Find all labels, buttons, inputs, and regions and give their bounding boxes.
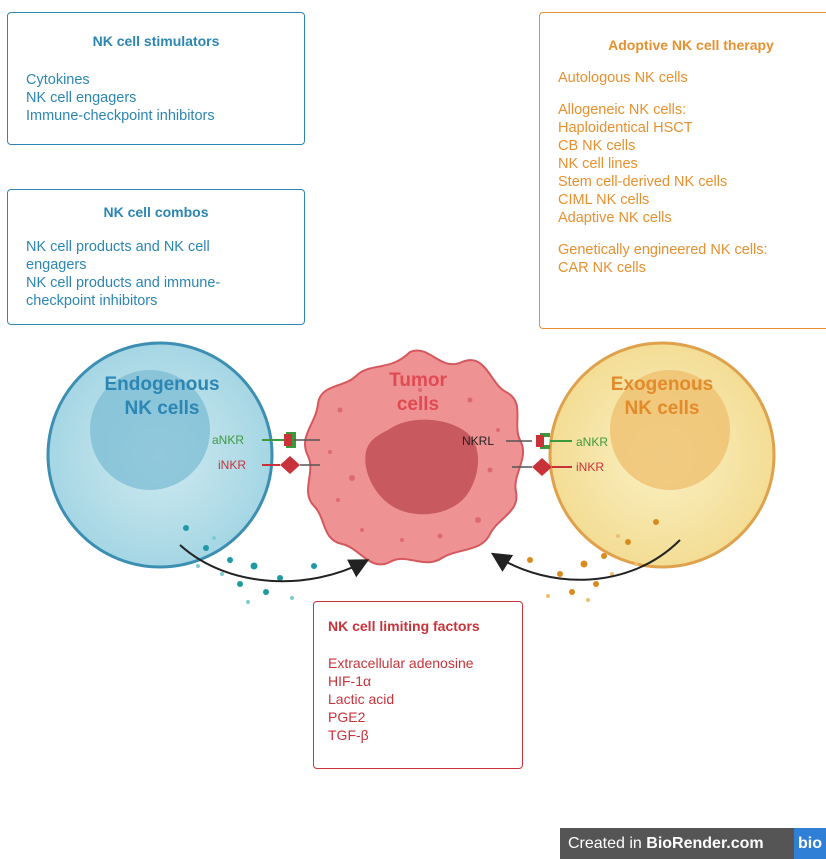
endogenous-nk-cell: [46, 341, 274, 569]
endogenous-label-line1: Endogenous: [104, 374, 219, 395]
right-inkr-label: iNKR: [576, 460, 604, 474]
list-item: Immune-checkpoint inhibitors: [26, 108, 215, 124]
nk-cell-stimulators-box: NK cell stimulators Cytokines NK cell en…: [7, 12, 305, 145]
credit-prefix: Created in: [568, 835, 647, 852]
list-item: Autologous NK cells: [558, 70, 688, 86]
right-anrk-label: aNKR: [576, 435, 608, 449]
adoptive-nk-cell-therapy-box: Adoptive NK cell therapy Autologous NK c…: [539, 12, 826, 329]
list-item: checkpoint inhibitors: [26, 293, 158, 309]
exogenous-nk-cell: [548, 341, 776, 569]
tumor-cell: [304, 349, 525, 566]
exogenous-label-line1: Exogenous: [611, 374, 713, 395]
list-item: CIML NK cells: [558, 192, 650, 208]
tumor-label-line1: Tumor: [389, 370, 447, 391]
biorender-credit[interactable]: Created in BioRender.com bio: [560, 828, 826, 859]
box-title: Adoptive NK cell therapy: [608, 37, 774, 53]
exogenous-label-line2: NK cells: [625, 398, 700, 419]
list-item: NK cell lines: [558, 156, 638, 172]
list-item: engagers: [26, 257, 87, 273]
endogenous-label-line2: NK cells: [125, 398, 200, 419]
list-item: PGE2: [328, 709, 366, 725]
list-item: HIF-1α: [328, 673, 372, 689]
right-inhibitory-receptor: [512, 458, 572, 476]
list-item: CAR NK cells: [558, 260, 646, 276]
exogenous-secreted-factors: [527, 519, 659, 602]
endogenous-secreted-factors: [183, 525, 317, 604]
box-title: NK cell combos: [103, 204, 209, 220]
list-item: Lactic acid: [328, 691, 395, 707]
list-item: Stem cell-derived NK cells: [558, 174, 728, 190]
tumor-label-line2: cells: [397, 394, 439, 415]
right-arrow: [490, 539, 681, 581]
list-item: CB NK cells: [558, 138, 636, 154]
list-item: Extracellular adenosine: [328, 655, 474, 671]
list-item: Haploidentical HSCT: [558, 120, 693, 136]
list-item: Adaptive NK cells: [558, 210, 672, 226]
right-activating-receptor: [506, 433, 572, 449]
nk-cell-combos-box: NK cell combos NK cell products and NK c…: [7, 189, 305, 325]
list-item: NK cell engagers: [26, 90, 137, 106]
left-inhibitory-receptor: [262, 456, 320, 474]
left-activating-receptor: [262, 432, 320, 448]
nk-cell-limiting-factors-box: NK cell limiting factors Extracellular a…: [313, 601, 523, 769]
list-item: NK cell products and immune-: [26, 275, 221, 291]
box-title: NK cell limiting factors: [328, 618, 480, 634]
list-item: Allogeneic NK cells:: [558, 102, 687, 118]
left-inkr-label: iNKR: [218, 458, 246, 472]
left-arrow: [179, 544, 370, 583]
nkrl-label: NKRL: [462, 434, 494, 448]
list-item: Cytokines: [26, 72, 90, 88]
left-anrk-label: aNKR: [212, 433, 244, 447]
credit-brand: BioRender.com: [646, 835, 764, 852]
biorender-logo: bio: [794, 828, 826, 859]
box-title: NK cell stimulators: [92, 33, 220, 49]
list-item: NK cell products and NK cell: [26, 239, 210, 255]
list-item: TGF-β: [328, 727, 369, 743]
list-item: Genetically engineered NK cells:: [558, 242, 768, 258]
